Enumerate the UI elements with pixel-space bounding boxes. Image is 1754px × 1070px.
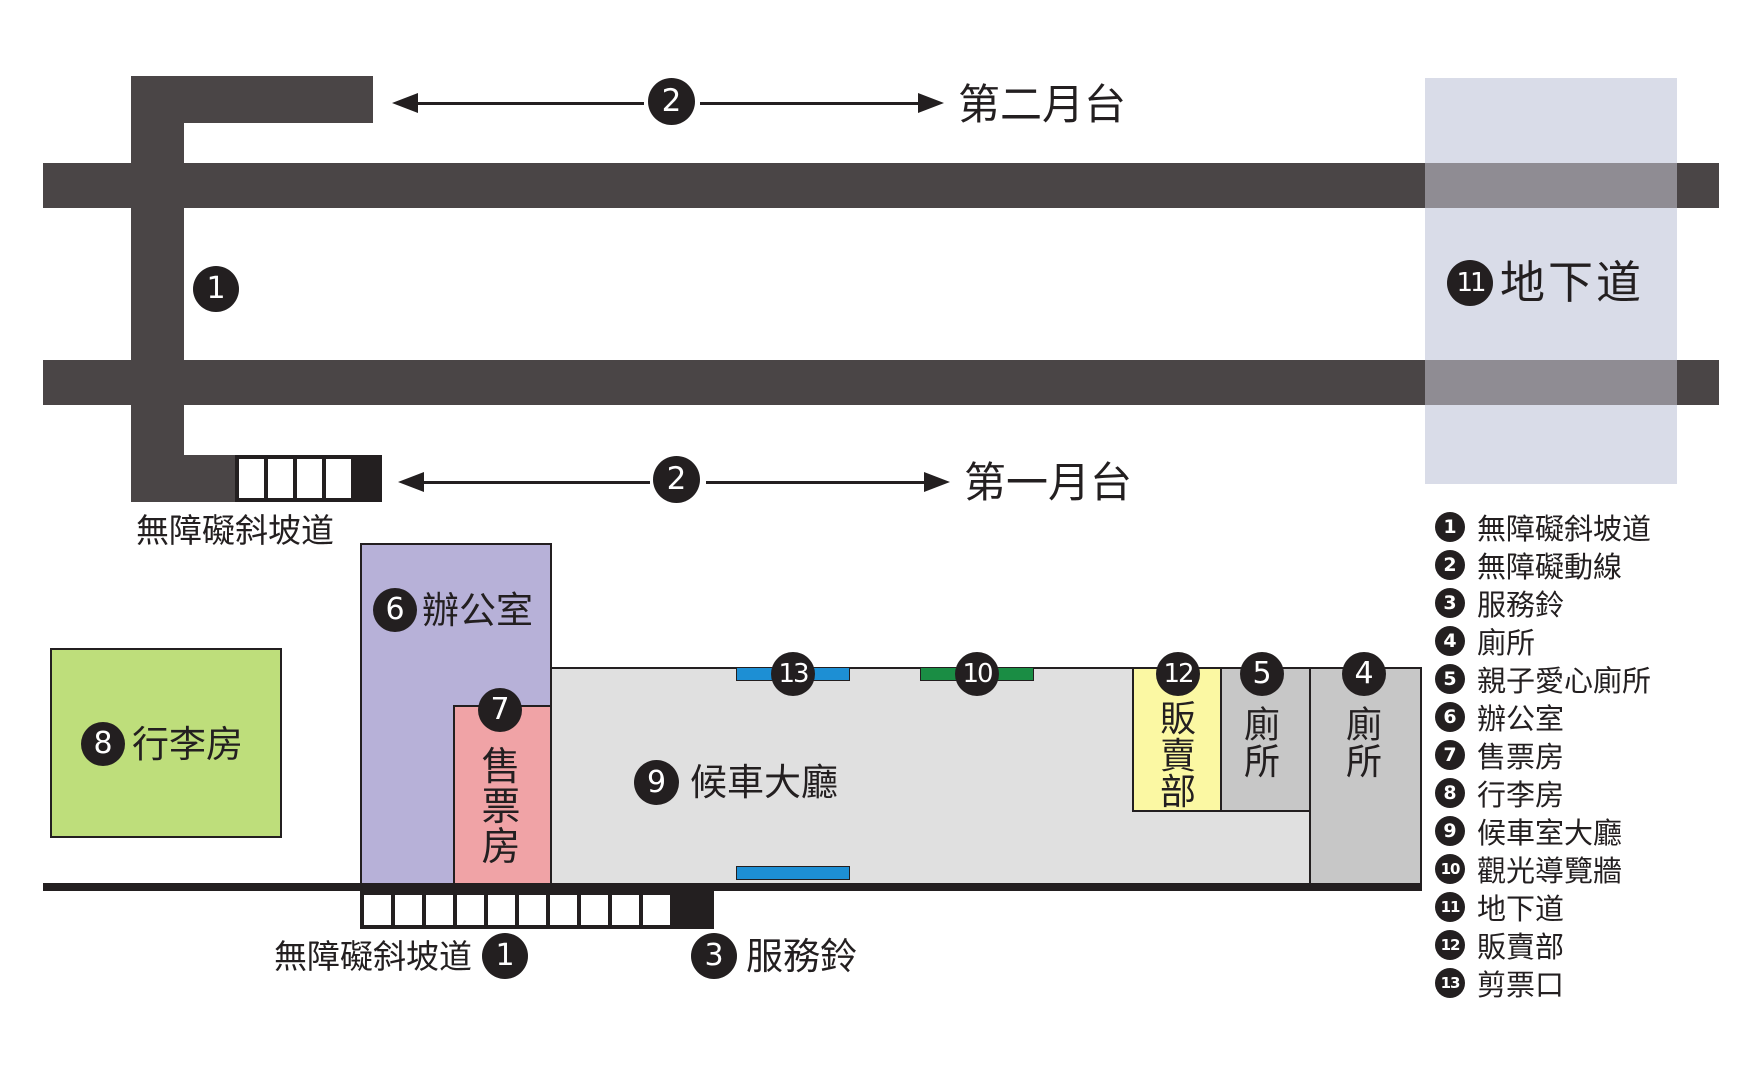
toilet-family-label: 廁 所 — [1240, 705, 1284, 783]
legend-label: 服務鈴 — [1477, 588, 1565, 622]
legend-label: 販賣部 — [1477, 930, 1565, 964]
shop-char-3: 部 — [1159, 772, 1196, 814]
legend-number: 12 — [1435, 930, 1465, 960]
accessible-path-vertical — [131, 76, 184, 502]
legend-number: 6 — [1435, 702, 1465, 732]
marker-toilet: 4 — [1342, 652, 1386, 696]
toilet — [1309, 667, 1422, 885]
legend-item: 12 販賣部 — [1435, 924, 1564, 966]
shop-char-1: 販 — [1159, 699, 1196, 740]
service-bell-label: 服務鈴 — [746, 935, 857, 978]
luggage-room-label: 行李房 — [132, 723, 243, 766]
ticket-gate-bottom — [736, 866, 850, 880]
platform1-label: 第一月台 — [964, 458, 1133, 507]
legend-label: 候車室大廳 — [1477, 816, 1623, 850]
legend-item: 5 親子愛心廁所 — [1435, 658, 1651, 700]
marker-waiting-hall: 9 — [634, 760, 679, 805]
arrow-line-left-platform1 — [418, 481, 650, 484]
platform2-label: 第二月台 — [958, 80, 1127, 129]
arrow-head-left-platform2 — [392, 93, 418, 113]
arrow-head-left-platform1 — [398, 472, 424, 492]
toilet-family-char-1: 廁 — [1243, 705, 1280, 746]
ramp-top-label: 無障礙斜坡道 — [136, 511, 334, 550]
legend-item: 3 服務鈴 — [1435, 582, 1564, 624]
legend-item: 2 無障礙動線 — [1435, 544, 1622, 586]
marker-office: 6 — [373, 588, 417, 632]
arrow-head-right-platform1 — [924, 472, 950, 492]
marker-underpass: 11 — [1447, 260, 1493, 306]
ramp-bottom-stripes — [360, 891, 714, 929]
ramp-bottom-label: 無障礙斜坡道 — [274, 937, 472, 976]
marker-info-wall: 10 — [955, 652, 999, 696]
legend-item: 10 觀光導覽牆 — [1435, 848, 1622, 890]
legend-label: 觀光導覽牆 — [1477, 854, 1623, 888]
marker-service-bell: 3 — [691, 933, 737, 979]
legend-item: 4 廁所 — [1435, 620, 1535, 662]
shop-char-2: 賣 — [1159, 735, 1196, 777]
legend-item: 9 候車室大廳 — [1435, 810, 1622, 852]
underpass-label: 地下道 — [1500, 256, 1645, 309]
toilet-family-char-2: 所 — [1243, 741, 1280, 783]
arrow-head-right-platform2 — [918, 93, 944, 113]
accessible-path-bottom — [131, 455, 239, 502]
legend-label: 地下道 — [1477, 892, 1565, 926]
legend-number: 2 — [1435, 550, 1465, 580]
marker-shop: 12 — [1156, 652, 1200, 696]
legend-label: 售票房 — [1477, 740, 1565, 774]
legend-number: 5 — [1435, 664, 1465, 694]
office-label: 辦公室 — [422, 589, 533, 632]
legend-number: 9 — [1435, 816, 1465, 846]
ticket-room — [453, 705, 552, 885]
legend-number: 7 — [1435, 740, 1465, 770]
legend-label: 親子愛心廁所 — [1477, 664, 1652, 698]
legend-number: 3 — [1435, 588, 1465, 618]
underpass-overlay-lower — [1425, 360, 1677, 405]
toilet-char-2: 所 — [1345, 741, 1382, 783]
marker-toilet-family: 5 — [1240, 652, 1284, 696]
station-baseline — [43, 883, 1422, 891]
marker-ramp-bottom: 1 — [482, 933, 528, 979]
ramp-top-stripes — [235, 455, 382, 502]
ticket-room-label: 售 票 房 — [478, 748, 524, 867]
marker-platform1: 2 — [653, 456, 700, 503]
legend-label: 無障礙斜坡道 — [1477, 512, 1652, 546]
legend-label: 剪票口 — [1477, 968, 1565, 1002]
legend-number: 10 — [1435, 854, 1465, 884]
marker-luggage-room: 8 — [81, 722, 125, 766]
legend-label: 辦公室 — [1477, 702, 1565, 736]
ticket-room-char-3: 房 — [481, 824, 521, 870]
arrow-line-right-platform2 — [700, 102, 920, 105]
legend-item: 1 無障礙斜坡道 — [1435, 506, 1651, 548]
marker-platform2: 2 — [648, 78, 695, 125]
legend-label: 行李房 — [1477, 778, 1565, 812]
legend-number: 4 — [1435, 626, 1465, 656]
waiting-hall-label: 候車大廳 — [690, 761, 838, 804]
toilet-label: 廁 所 — [1342, 705, 1386, 783]
ticket-room-char-2: 票 — [481, 784, 521, 830]
legend-number: 8 — [1435, 778, 1465, 808]
legend-item: 8 行李房 — [1435, 772, 1564, 814]
accessible-path-top — [131, 76, 373, 123]
marker-ramp-top: 1 — [193, 266, 239, 312]
legend-label: 廁所 — [1477, 626, 1536, 660]
marker-ticket-room: 7 — [478, 688, 522, 732]
legend-number: 11 — [1435, 892, 1465, 922]
legend-number: 13 — [1435, 968, 1465, 998]
shop-label: 販 賣 部 — [1156, 699, 1200, 814]
underpass-overlay-upper — [1425, 163, 1677, 208]
legend-item: 7 售票房 — [1435, 734, 1564, 776]
marker-ticket-gate: 13 — [771, 652, 815, 696]
arrow-line-left-platform2 — [412, 102, 644, 105]
legend-item: 6 辦公室 — [1435, 696, 1564, 738]
toilet-char-1: 廁 — [1345, 705, 1382, 746]
legend-item: 13 剪票口 — [1435, 962, 1564, 1004]
arrow-line-right-platform1 — [706, 481, 926, 484]
legend-label: 無障礙動線 — [1477, 550, 1623, 584]
ticket-room-char-1: 售 — [481, 745, 521, 790]
legend-item: 11 地下道 — [1435, 886, 1564, 928]
legend-number: 1 — [1435, 512, 1465, 542]
